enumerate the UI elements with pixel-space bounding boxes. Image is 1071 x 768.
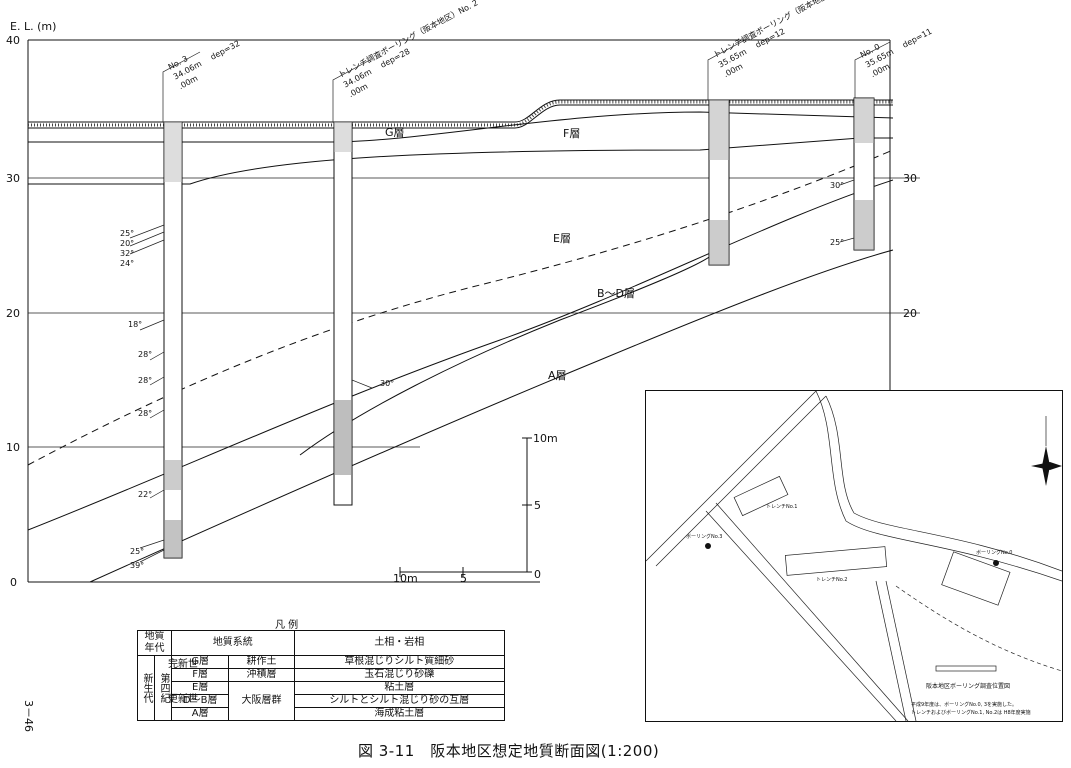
legend-epoch-holocene: 完新世 [168, 659, 198, 670]
bh3-leader [162, 51, 201, 122]
hscale-10m: 10m [393, 572, 418, 585]
dip-39: 39° [130, 561, 144, 570]
legend-header-facies: 土相・岩相 [293, 630, 506, 656]
map-note-1: 平成9年度は、ボーリングNo.0, 3を実施した。 [911, 702, 1018, 708]
legend-table: 地質年代 地質系統 土相・岩相 新生代 第四紀 G層 耕作土 草根混じりシルト質… [137, 630, 506, 721]
borehole-no3-column [163, 121, 183, 559]
bh0-label-group: No. 0 35.65m dep=11 .00m [859, 27, 934, 79]
inset-location-map: ボーリングNo.3 ボーリングNo.0 トレンチNo.1 トレンチNo.2 阪本… [645, 390, 1063, 722]
map-note-2: トレンチおよびボーリングNo.1, No.2は H8年度実施 [911, 710, 1031, 716]
legend-row-facies: シルトとシルト混じり砂の互層 [293, 694, 506, 708]
map-label-trench1: トレンチNo.1 [766, 504, 798, 510]
right-tick-30: 30 [903, 172, 917, 185]
legend-row-system: 耕作土 [228, 655, 295, 669]
y-tick-0: 0 [10, 576, 17, 589]
legend-epoch-pleistocene: 更新世 [168, 694, 198, 705]
map-caption: 阪本地区ボーリング調査位置図 [926, 683, 1011, 690]
legend-row-facies: 草根混じりシルト質細砂 [293, 655, 506, 669]
a-layer-boundary [89, 249, 894, 583]
g-layer-bottom-line [28, 104, 893, 129]
layer-label-e: E層 [553, 232, 571, 245]
legend-era: 新生代 [137, 655, 155, 721]
bh0-leader [854, 41, 891, 98]
bh2-label-group: トレンチ調査ボーリング（阪本地区）No. 2 34.06m dep=28 .00… [336, 0, 479, 99]
map-label-bh0: ボーリングNo.0 [976, 550, 1013, 556]
y-tick-20: 20 [6, 307, 20, 320]
y-tick-10: 10 [6, 441, 20, 454]
layer-label-f: F層 [563, 127, 580, 140]
dip-24: 24° [120, 259, 134, 268]
legend-row-layer: F層 [170, 668, 230, 682]
legend-row-facies: 粘土層 [293, 681, 506, 695]
vertical-scale-bar: 10m 5 0 [522, 432, 558, 581]
page-number: 3－46 [22, 700, 35, 732]
legend-row-system: 沖積層 [228, 668, 295, 682]
inset-map-drawing [646, 391, 1062, 721]
vscale-10m: 10m [533, 432, 558, 445]
map-label-trench2: トレンチNo.2 [816, 577, 848, 583]
dip-28-c: 28° [138, 409, 152, 418]
bh0-depth: dep=11 [901, 27, 933, 50]
y-tick-30: 30 [6, 172, 20, 185]
bd-layer-boundary [299, 254, 713, 456]
bh2-leader [332, 59, 371, 122]
dip-25-bh0: 25° [830, 238, 844, 247]
f-layer-bottom-boundary [28, 111, 894, 143]
legend-title: 凡 例 [275, 620, 299, 631]
dip-18: 18° [128, 320, 142, 329]
legend-row-system-osaka: 大阪層群 [228, 681, 295, 721]
layer-label-g: G層 [385, 126, 405, 139]
dip-22: 22° [138, 490, 152, 499]
borehole-no0-column [853, 97, 875, 251]
dip-25-b: 25° [130, 547, 144, 556]
layer-label-bd: B～D層 [597, 287, 635, 300]
bh3-depth: dep=32 [209, 39, 241, 62]
dip-32: 32° [120, 249, 134, 258]
borehole-no1-column [708, 99, 730, 266]
legend-header-system: 地質系統 [171, 630, 295, 656]
horizontal-scale-bar: 10m 5 [393, 567, 525, 585]
right-tick-20: 20 [903, 307, 917, 320]
dip-20: 20° [120, 239, 134, 248]
layer-label-a: A層 [548, 369, 567, 382]
vscale-0: 0 [534, 568, 541, 581]
legend-row-facies: 玉石混じり砂礫 [293, 668, 506, 682]
bh1-leader [707, 39, 746, 100]
vscale-5: 5 [534, 499, 541, 512]
dip-30-bh0: 30° [830, 181, 844, 190]
elevation-label: E. L. (m) [10, 20, 56, 33]
hscale-5: 5 [460, 572, 467, 585]
dip-28-a: 28° [138, 350, 152, 359]
dip-30-bh2: 30° [380, 379, 394, 388]
map-label-bh3: ボーリングNo.3 [686, 534, 723, 540]
ground-surface-line [28, 99, 893, 123]
dip-25-a: 25° [120, 229, 134, 238]
dip-annotations: 25° 20° 32° 24° 18° 28° 28° 28° 22° 25° … [120, 179, 855, 570]
e-layer-dashed-boundary [27, 149, 894, 466]
legend-row-layer: A層 [170, 707, 230, 721]
borehole-no2-column [333, 121, 353, 506]
figure-title: 図 3-11 阪本地区想定地質断面図(1:200) [358, 742, 660, 760]
legend-header-age: 地質年代 [137, 630, 172, 656]
e-layer-top-boundary [28, 137, 893, 185]
dip-28-b: 28° [138, 376, 152, 385]
legend-row-facies: 海成粘土層 [293, 707, 506, 721]
y-tick-40: 40 [6, 34, 20, 47]
bh3-label-group: No. 3 34.06m dep=32 .00m [167, 39, 242, 91]
